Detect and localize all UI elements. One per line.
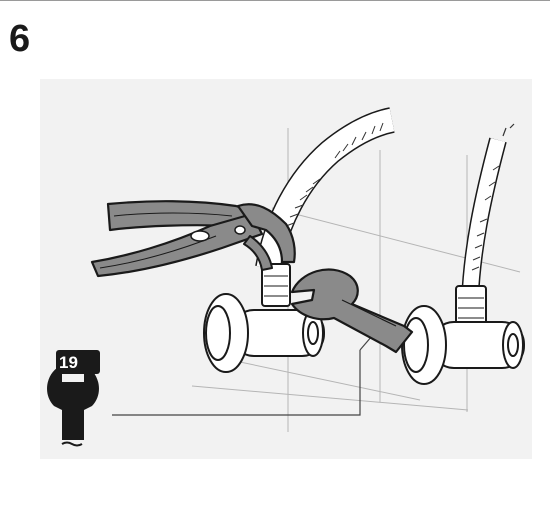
wrench-size-icon: 19 — [47, 350, 100, 447]
braided-hose-right-icon — [461, 123, 515, 301]
water-pump-pliers-icon — [90, 200, 296, 278]
top-divider — [0, 0, 550, 1]
shutoff-valve-left-icon — [203, 263, 325, 373]
shutoff-valve-right-icon — [401, 285, 525, 385]
open-end-wrench-icon — [290, 268, 414, 354]
wrench-size-label: 19 — [59, 353, 78, 372]
step-number: 6 — [9, 18, 30, 60]
